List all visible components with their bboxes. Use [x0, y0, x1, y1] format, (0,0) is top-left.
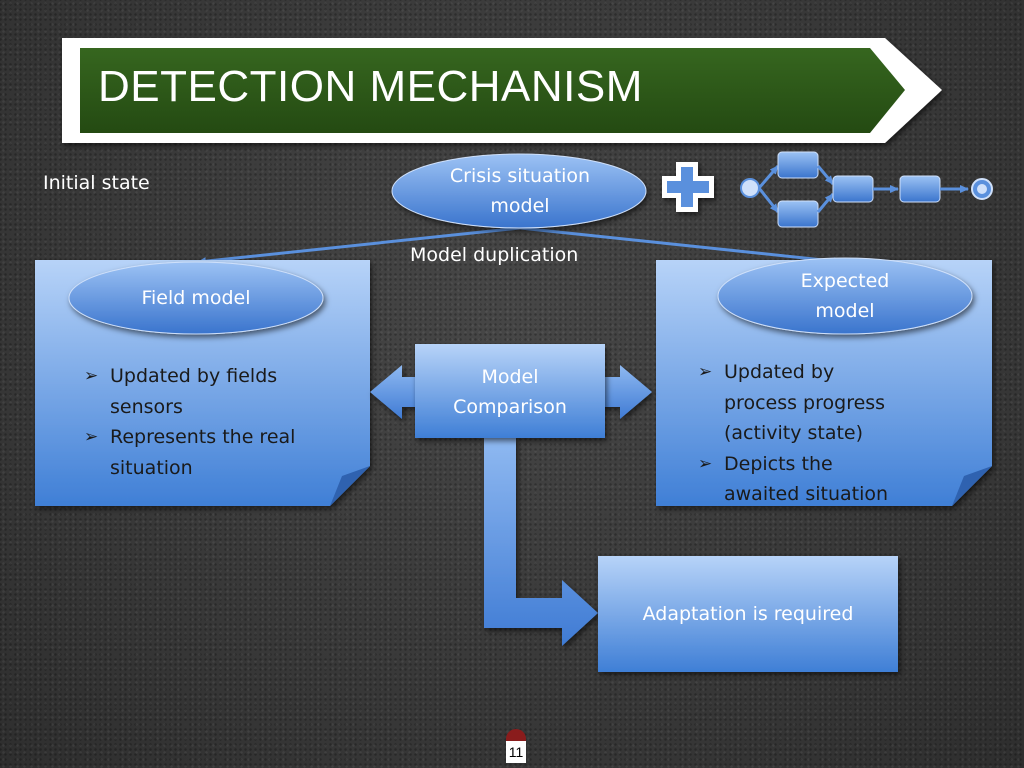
slide-title: DETECTION MECHANISM	[98, 62, 643, 111]
crisis-oval	[391, 153, 647, 229]
initial-state-label: Initial state	[43, 172, 150, 194]
title-banner	[62, 38, 942, 143]
expected-model-title: Expected model	[720, 266, 970, 326]
model-duplication-label: Model duplication	[410, 244, 579, 266]
crisis-model-line-1: Crisis situation	[449, 165, 591, 187]
crisis-model-label: Crisis situation model	[400, 161, 640, 221]
bullet-text: situation	[110, 456, 193, 479]
page-number: 11	[506, 741, 526, 763]
bullet-text: Updated by	[724, 361, 835, 383]
bullet-arrow-icon: ➢	[84, 366, 99, 386]
bullet-arrow-icon: ➢	[698, 362, 713, 382]
list-item: ➢ Represents the real situation	[80, 422, 360, 483]
field-model-title: Field model	[141, 287, 251, 309]
comparison-box	[415, 344, 605, 438]
expected-model-bullets: ➢ Updated by process progress (activity …	[694, 357, 984, 510]
bullet-text: Updated by fields	[110, 365, 278, 387]
bullet-arrow-icon: ➢	[84, 427, 99, 447]
comparison-line-1: Model	[481, 366, 539, 388]
expected-model-line-2: model	[815, 300, 875, 322]
bullet-text: awaited situation	[724, 483, 889, 505]
adaptation-bent-arrow	[484, 438, 598, 646]
field-model-oval	[68, 261, 324, 335]
plus-icon	[662, 162, 714, 212]
bullet-text: sensors	[110, 395, 183, 418]
expected-model-oval	[717, 257, 973, 335]
comparison-line-2: Comparison	[453, 396, 567, 418]
bullet-arrow-icon: ➢	[698, 453, 713, 474]
adaptation-label: Adaptation is required	[642, 603, 854, 625]
list-item: ➢ Updated by fields sensors	[80, 361, 360, 422]
bullet-text: Depicts the	[724, 452, 833, 475]
comparison-label: Model Comparison	[415, 362, 605, 422]
bullet-text: Represents the real	[110, 426, 296, 448]
process-flow-icon	[740, 151, 993, 228]
bullet-text: (activity state)	[724, 422, 864, 444]
crisis-model-line-2: model	[490, 195, 550, 217]
page-number-cap	[506, 729, 526, 743]
bullet-text: process progress	[724, 391, 886, 414]
expected-model-line-1: Expected	[800, 270, 890, 292]
adaptation-box	[598, 556, 898, 672]
list-item: ➢ Depicts the awaited situation	[694, 449, 984, 510]
field-model-bullets: ➢ Updated by fields sensors ➢ Represents…	[80, 361, 360, 483]
list-item: ➢ Updated by process progress (activity …	[694, 357, 984, 449]
duplication-arrows	[197, 226, 843, 266]
